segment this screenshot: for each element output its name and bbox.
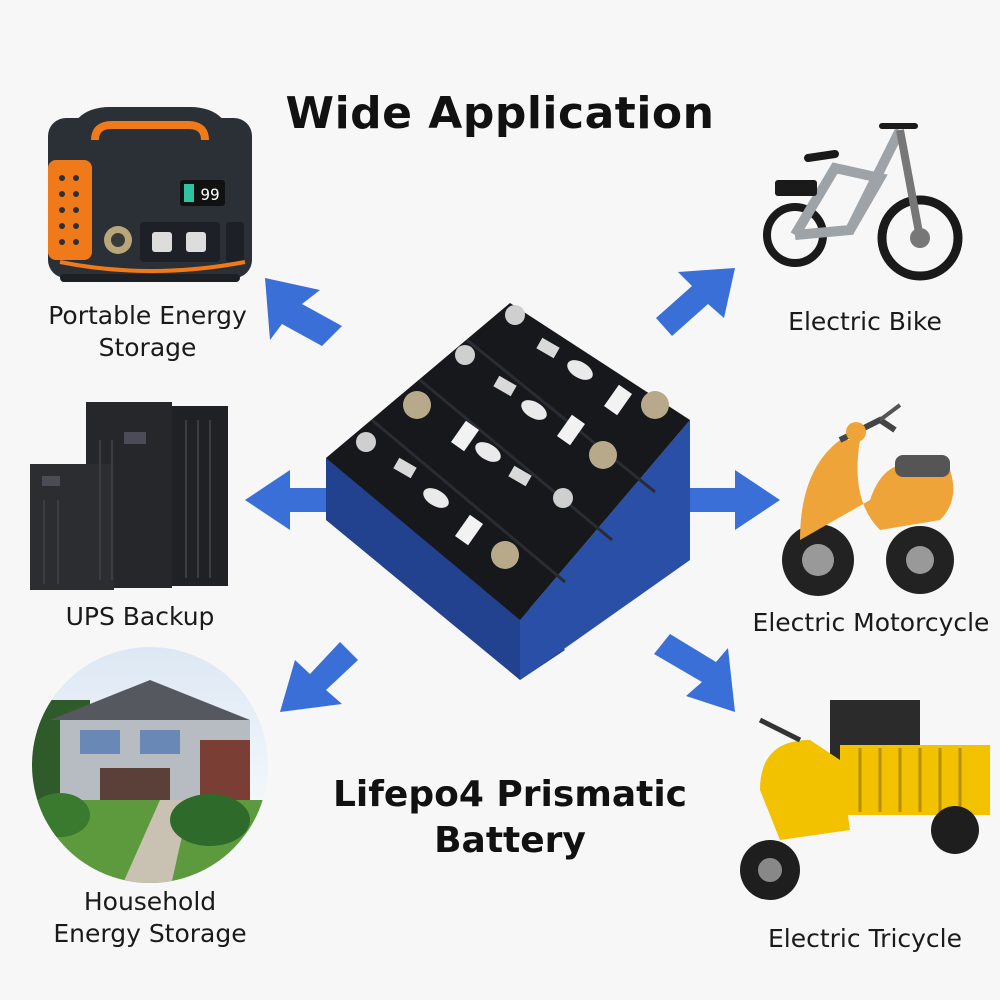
battery-label-line: Lifepo4 Prismatic: [332, 774, 688, 815]
label-line: Electric Tricycle: [767, 924, 963, 953]
arrow-to-portable-icon: [265, 278, 342, 346]
label-line: UPS Backup: [65, 602, 215, 631]
battery-product-label: Lifepo4 Prismatic Battery: [300, 772, 720, 864]
arrow-to-bike-icon: [656, 268, 735, 336]
electric-motorcycle-image: [782, 403, 954, 596]
label-electric-tricycle: Electric Tricycle: [750, 923, 980, 955]
label-electric-bike: Electric Bike: [760, 306, 970, 338]
label-electric-motorcycle: Electric Motorcycle: [744, 607, 998, 639]
label-ups-backup: UPS Backup: [40, 601, 240, 633]
label-household-energy-storage: Household Energy Storage: [40, 886, 260, 950]
battery-label-line: Battery: [434, 820, 586, 861]
label-line: Household: [83, 887, 217, 916]
electric-bike-image: [763, 123, 963, 281]
arrows-group: [245, 268, 780, 712]
label-line: Electric Motorcycle: [752, 608, 990, 637]
electric-tricycle-image: [740, 700, 990, 900]
ups-cabinets-image: [30, 402, 228, 590]
portable-power-station-image: 99: [48, 107, 252, 282]
label-line: Electric Bike: [788, 307, 942, 336]
label-line: Storage: [98, 333, 197, 362]
power-display-readout: 99: [200, 185, 219, 204]
battery-pack-image: [326, 303, 690, 680]
label-portable-energy-storage: Portable Energy Storage: [30, 300, 265, 364]
arrow-to-ups-icon: [245, 470, 330, 530]
household-house-image: [32, 647, 268, 883]
label-line: Energy Storage: [53, 919, 247, 948]
arrow-to-household-icon: [280, 642, 358, 712]
label-line: Portable Energy: [48, 301, 247, 330]
arrow-to-tricycle-icon: [654, 634, 735, 712]
arrow-to-motorcycle-icon: [690, 470, 780, 530]
page-title: Wide Application: [285, 88, 715, 139]
